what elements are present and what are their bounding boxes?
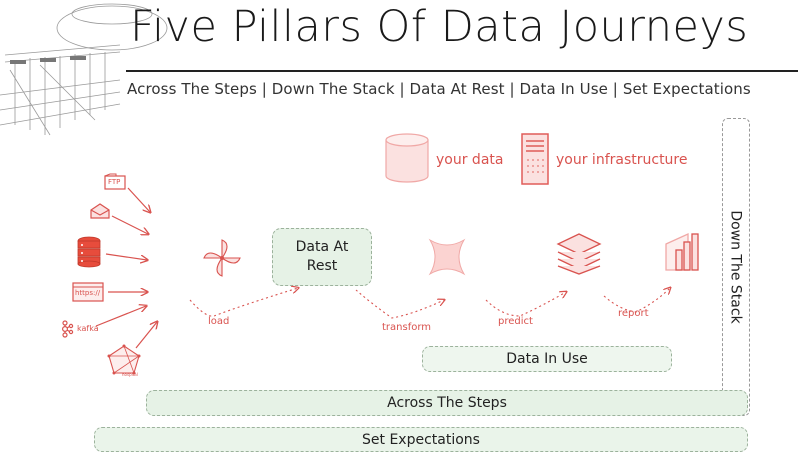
server-icon [521, 133, 549, 185]
database-arrow [105, 253, 147, 260]
source-ftp: FTP [104, 173, 126, 195]
kafka-label: kafka [77, 324, 99, 333]
kafka-icon [61, 320, 74, 338]
transform-step-label: transform [382, 322, 432, 333]
source-kafka: kafka [60, 320, 99, 342]
building-sketch-icon [0, 3, 168, 136]
https-icon [72, 282, 104, 302]
transform-arrow [355, 289, 444, 319]
set-expectations-label: Set Expectations [362, 431, 480, 448]
your-data-label: your data [436, 152, 504, 168]
source-https: https:// [72, 282, 104, 306]
dbt-icon [428, 238, 466, 276]
report-step-label: report [618, 308, 649, 319]
load-step-label: load [208, 316, 230, 327]
data-at-rest-label: Data At Rest [295, 239, 349, 274]
pillar-list-subtitle: Across The Steps | Down The Stack | Data… [127, 80, 751, 98]
data-in-use-pillar: Data In Use [422, 346, 672, 372]
title-divider [126, 70, 798, 72]
page-title: Five Pillars Of Data Journeys [130, 2, 749, 52]
ftp-label: FTP [108, 178, 121, 186]
email-arrow [111, 215, 148, 234]
ftp-arrow [127, 187, 150, 212]
source-graph: hospital [106, 344, 142, 380]
graph-source-label: hospital [122, 372, 138, 377]
your-infrastructure-label: your infrastructure [556, 152, 688, 168]
database-icon [77, 236, 101, 268]
predict-step-label: predict [498, 316, 533, 327]
predict-arrow [485, 292, 566, 317]
set-expectations-pillar: Set Expectations [94, 427, 748, 452]
kafka-arrow [95, 306, 146, 327]
report-arrow [603, 288, 670, 313]
ftp-icon [104, 173, 126, 190]
powerbi-icon [665, 232, 699, 271]
down-the-stack-label: Down The Stack [728, 210, 744, 324]
databricks-layers-icon [556, 233, 602, 275]
graph-icon [107, 344, 141, 375]
data-in-use-label: Data In Use [506, 351, 588, 367]
cylinder-icon [385, 133, 429, 183]
data-at-rest-box: Data At Rest [272, 228, 372, 286]
https-label: https:// [75, 289, 101, 297]
airflow-pinwheel-icon [203, 239, 241, 277]
across-the-steps-label: Across The Steps [387, 395, 507, 411]
graph-arrow [135, 322, 157, 349]
down-the-stack-pillar [722, 118, 750, 416]
down-the-stack-label-wrap: Down The Stack [722, 118, 750, 416]
load-arrow [189, 288, 298, 317]
across-the-steps-pillar: Across The Steps [146, 390, 748, 416]
email-icon [90, 203, 110, 219]
